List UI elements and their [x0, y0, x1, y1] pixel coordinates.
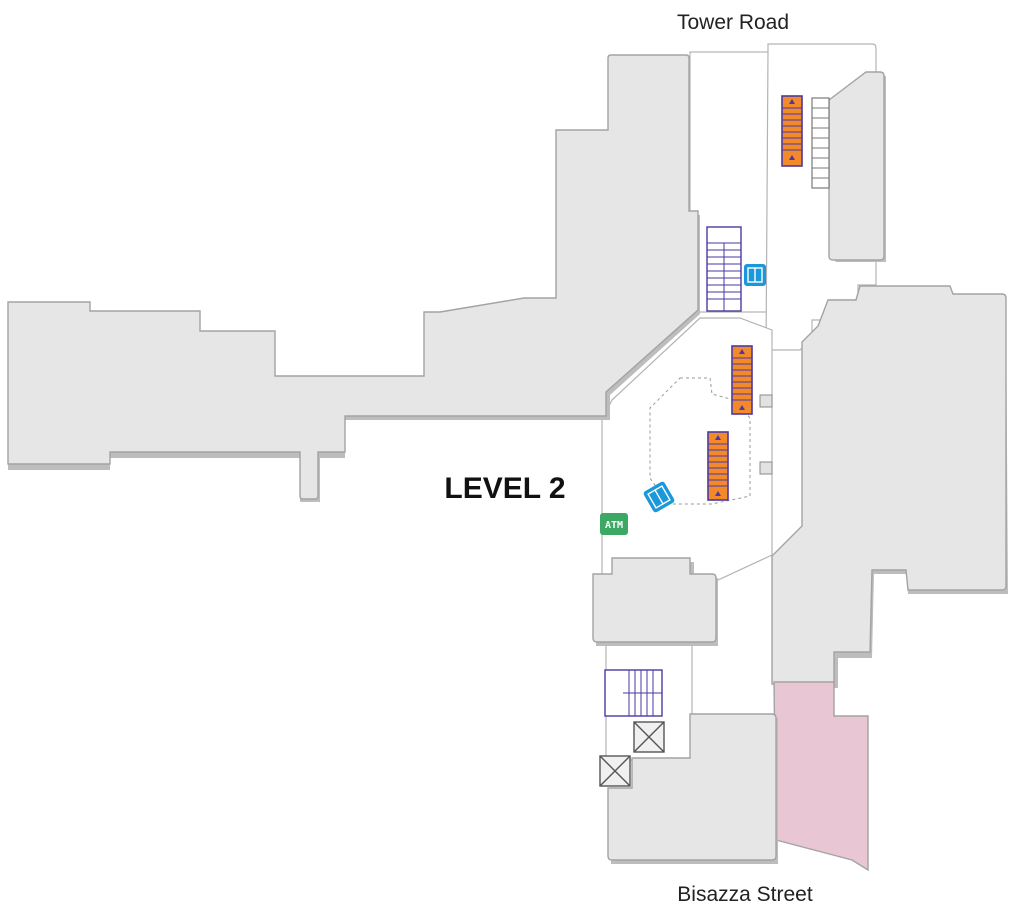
centre-unit — [592, 557, 717, 643]
stairs-icon[interactable] — [811, 97, 830, 189]
escalator-icon[interactable] — [731, 345, 753, 415]
pillar-icon — [759, 394, 773, 408]
south-street-label: Bisazza Street — [677, 883, 813, 906]
highlighted-unit — [773, 681, 869, 872]
west-wing-unit — [7, 54, 699, 500]
pillar-icon — [759, 461, 773, 475]
atm-icon[interactable]: ATM — [600, 513, 628, 535]
escalator-icon[interactable] — [781, 95, 803, 167]
shop-units — [7, 54, 1008, 872]
atm-label: ATM — [605, 520, 623, 531]
crossed-box-icon — [633, 721, 665, 753]
crossed-box-icon — [599, 755, 631, 787]
escalator-icon[interactable] — [707, 431, 729, 501]
lift-icon[interactable] — [643, 481, 676, 514]
stairs-icon[interactable] — [604, 669, 663, 717]
level-label: LEVEL 2 — [444, 472, 565, 505]
escalators — [707, 95, 803, 501]
north-street-label: Tower Road — [677, 11, 789, 34]
south-unit — [607, 713, 777, 861]
lift-icon[interactable] — [744, 264, 766, 286]
east-wing-unit — [771, 285, 1007, 685]
atrium-void-outline — [649, 377, 751, 505]
north-east-unit — [828, 71, 885, 261]
stairs-icon[interactable] — [706, 226, 742, 312]
